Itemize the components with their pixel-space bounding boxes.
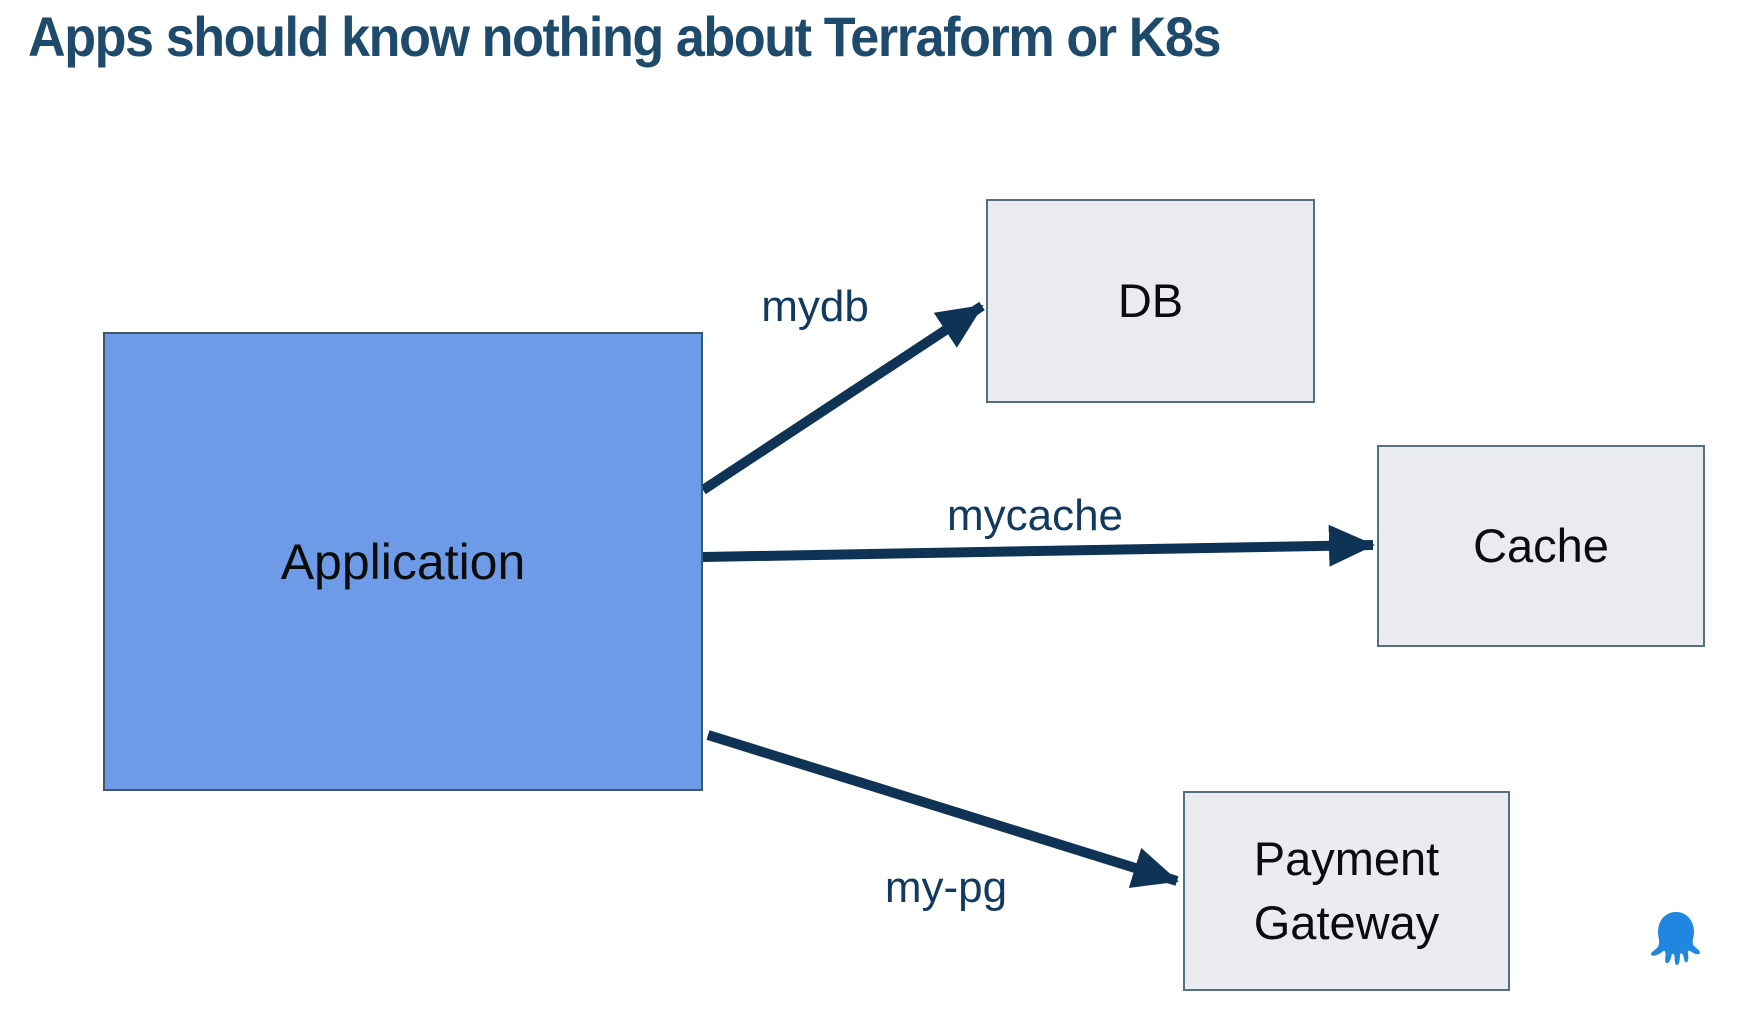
payment-gateway-node: Payment Gateway	[1183, 791, 1510, 991]
cache-node-label: Cache	[1473, 519, 1609, 572]
octopus-deploy-logo-icon	[1651, 911, 1700, 966]
application-node: Application	[103, 332, 703, 791]
cache-node: Cache	[1377, 445, 1705, 647]
arrow-mycache	[702, 524, 1375, 567]
payment-gateway-node-label: Payment Gateway	[1253, 832, 1440, 949]
edge-label-mydb: mydb	[761, 282, 869, 331]
arrow-my-pg	[706, 730, 1179, 888]
edge-label-my-pg: my-pg	[884, 863, 1008, 912]
arrow-mydb	[700, 301, 985, 495]
page-title: Apps should know nothing about Terraform…	[28, 5, 1221, 68]
db-node-label: DB	[1117, 274, 1184, 327]
db-node: DB	[986, 199, 1315, 403]
edge-label-mycache: mycache	[946, 491, 1124, 540]
application-node-label: Application	[280, 533, 526, 590]
